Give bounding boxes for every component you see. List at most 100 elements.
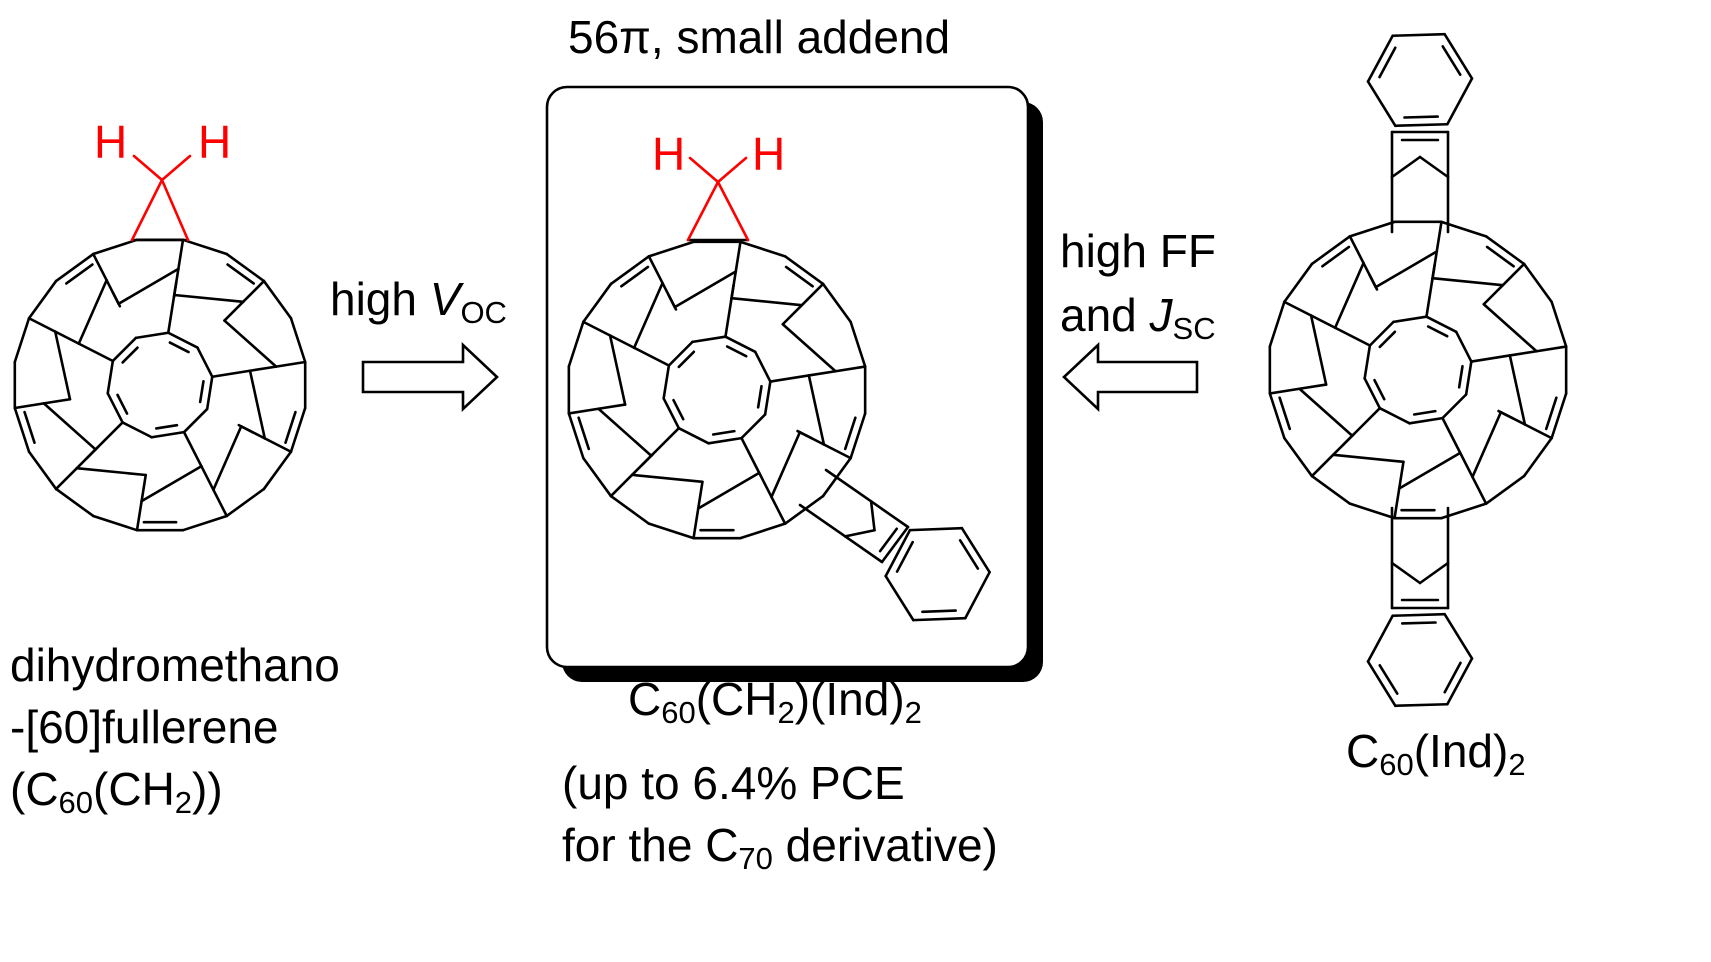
bond [1394,122,1449,128]
bond [223,300,245,322]
bond [1446,657,1474,706]
bond [730,296,804,307]
bond [884,528,912,578]
bond [756,384,763,409]
bond [1366,614,1394,663]
bond [1418,561,1450,585]
bond [1309,314,1337,330]
bond [567,407,600,415]
bond [53,330,81,345]
bond [960,526,991,574]
bond [1268,387,1301,395]
bond [1390,155,1422,179]
center-note-line1: (up to 6.4% PCE [562,757,905,809]
bond [796,429,814,440]
left-arrow-label: high VOC [330,273,507,330]
bond [289,406,307,454]
bond [696,471,761,510]
bond [94,421,124,451]
bond [716,156,748,184]
bond [1348,220,1396,238]
bond [1333,261,1365,330]
bond [1454,330,1473,363]
bond [1309,314,1328,386]
bond [734,240,742,273]
bond [1441,45,1462,76]
bond [223,319,278,368]
bond [248,369,267,440]
bond [54,252,95,283]
bond [160,178,190,242]
bond [1484,474,1526,505]
bond [237,423,255,434]
bond [117,267,180,306]
bond [121,346,139,364]
bond [878,527,899,553]
bond [1550,392,1568,440]
bond [111,336,138,363]
bond [849,412,867,460]
bond [1408,416,1444,425]
bond [753,350,772,383]
bond [692,507,700,540]
bond [884,574,915,622]
bond [1333,326,1372,347]
bond [42,397,72,405]
bond [1378,664,1399,695]
bond [1431,276,1505,287]
bond [54,466,79,491]
bond [1443,661,1462,694]
bond [116,393,129,415]
bond [724,335,757,354]
bond [106,359,115,395]
bond [27,279,58,320]
bond [688,156,720,184]
bond [1283,300,1313,317]
bond [716,180,750,242]
bond [132,154,164,182]
bond [895,540,914,573]
bond [784,265,814,288]
bond [91,238,139,256]
bond [205,375,214,411]
bond [1348,235,1365,265]
bond [849,320,867,368]
bond [1458,451,1474,479]
bond [964,570,991,620]
bond [1426,325,1449,338]
bond [210,369,252,379]
bond [711,429,736,436]
bond [739,240,787,258]
bond [608,334,636,350]
bond [632,346,671,367]
bond [843,528,876,538]
bond [150,430,186,439]
bond [724,296,733,338]
bond [1485,245,1515,268]
bond [53,330,72,401]
bond [821,282,852,324]
bond [869,500,910,529]
bond [75,466,148,477]
bond [241,279,266,304]
bond [77,278,108,345]
bond [212,488,229,518]
bond [567,412,585,460]
bond [13,402,46,410]
bond [800,282,825,307]
bond [1501,262,1526,287]
bond [1391,32,1446,38]
center-header: 56π, small addend [568,11,951,63]
bond [630,473,704,484]
bond [582,282,613,324]
bond [13,406,31,454]
highlight-box [545,85,1030,669]
bond [783,494,825,525]
bond [1283,436,1314,478]
bond [686,180,720,242]
bond [640,452,655,467]
bond [1378,46,1397,79]
bond [770,495,787,525]
hydrogen-label-left-b: H [198,116,231,168]
bond [647,522,695,540]
